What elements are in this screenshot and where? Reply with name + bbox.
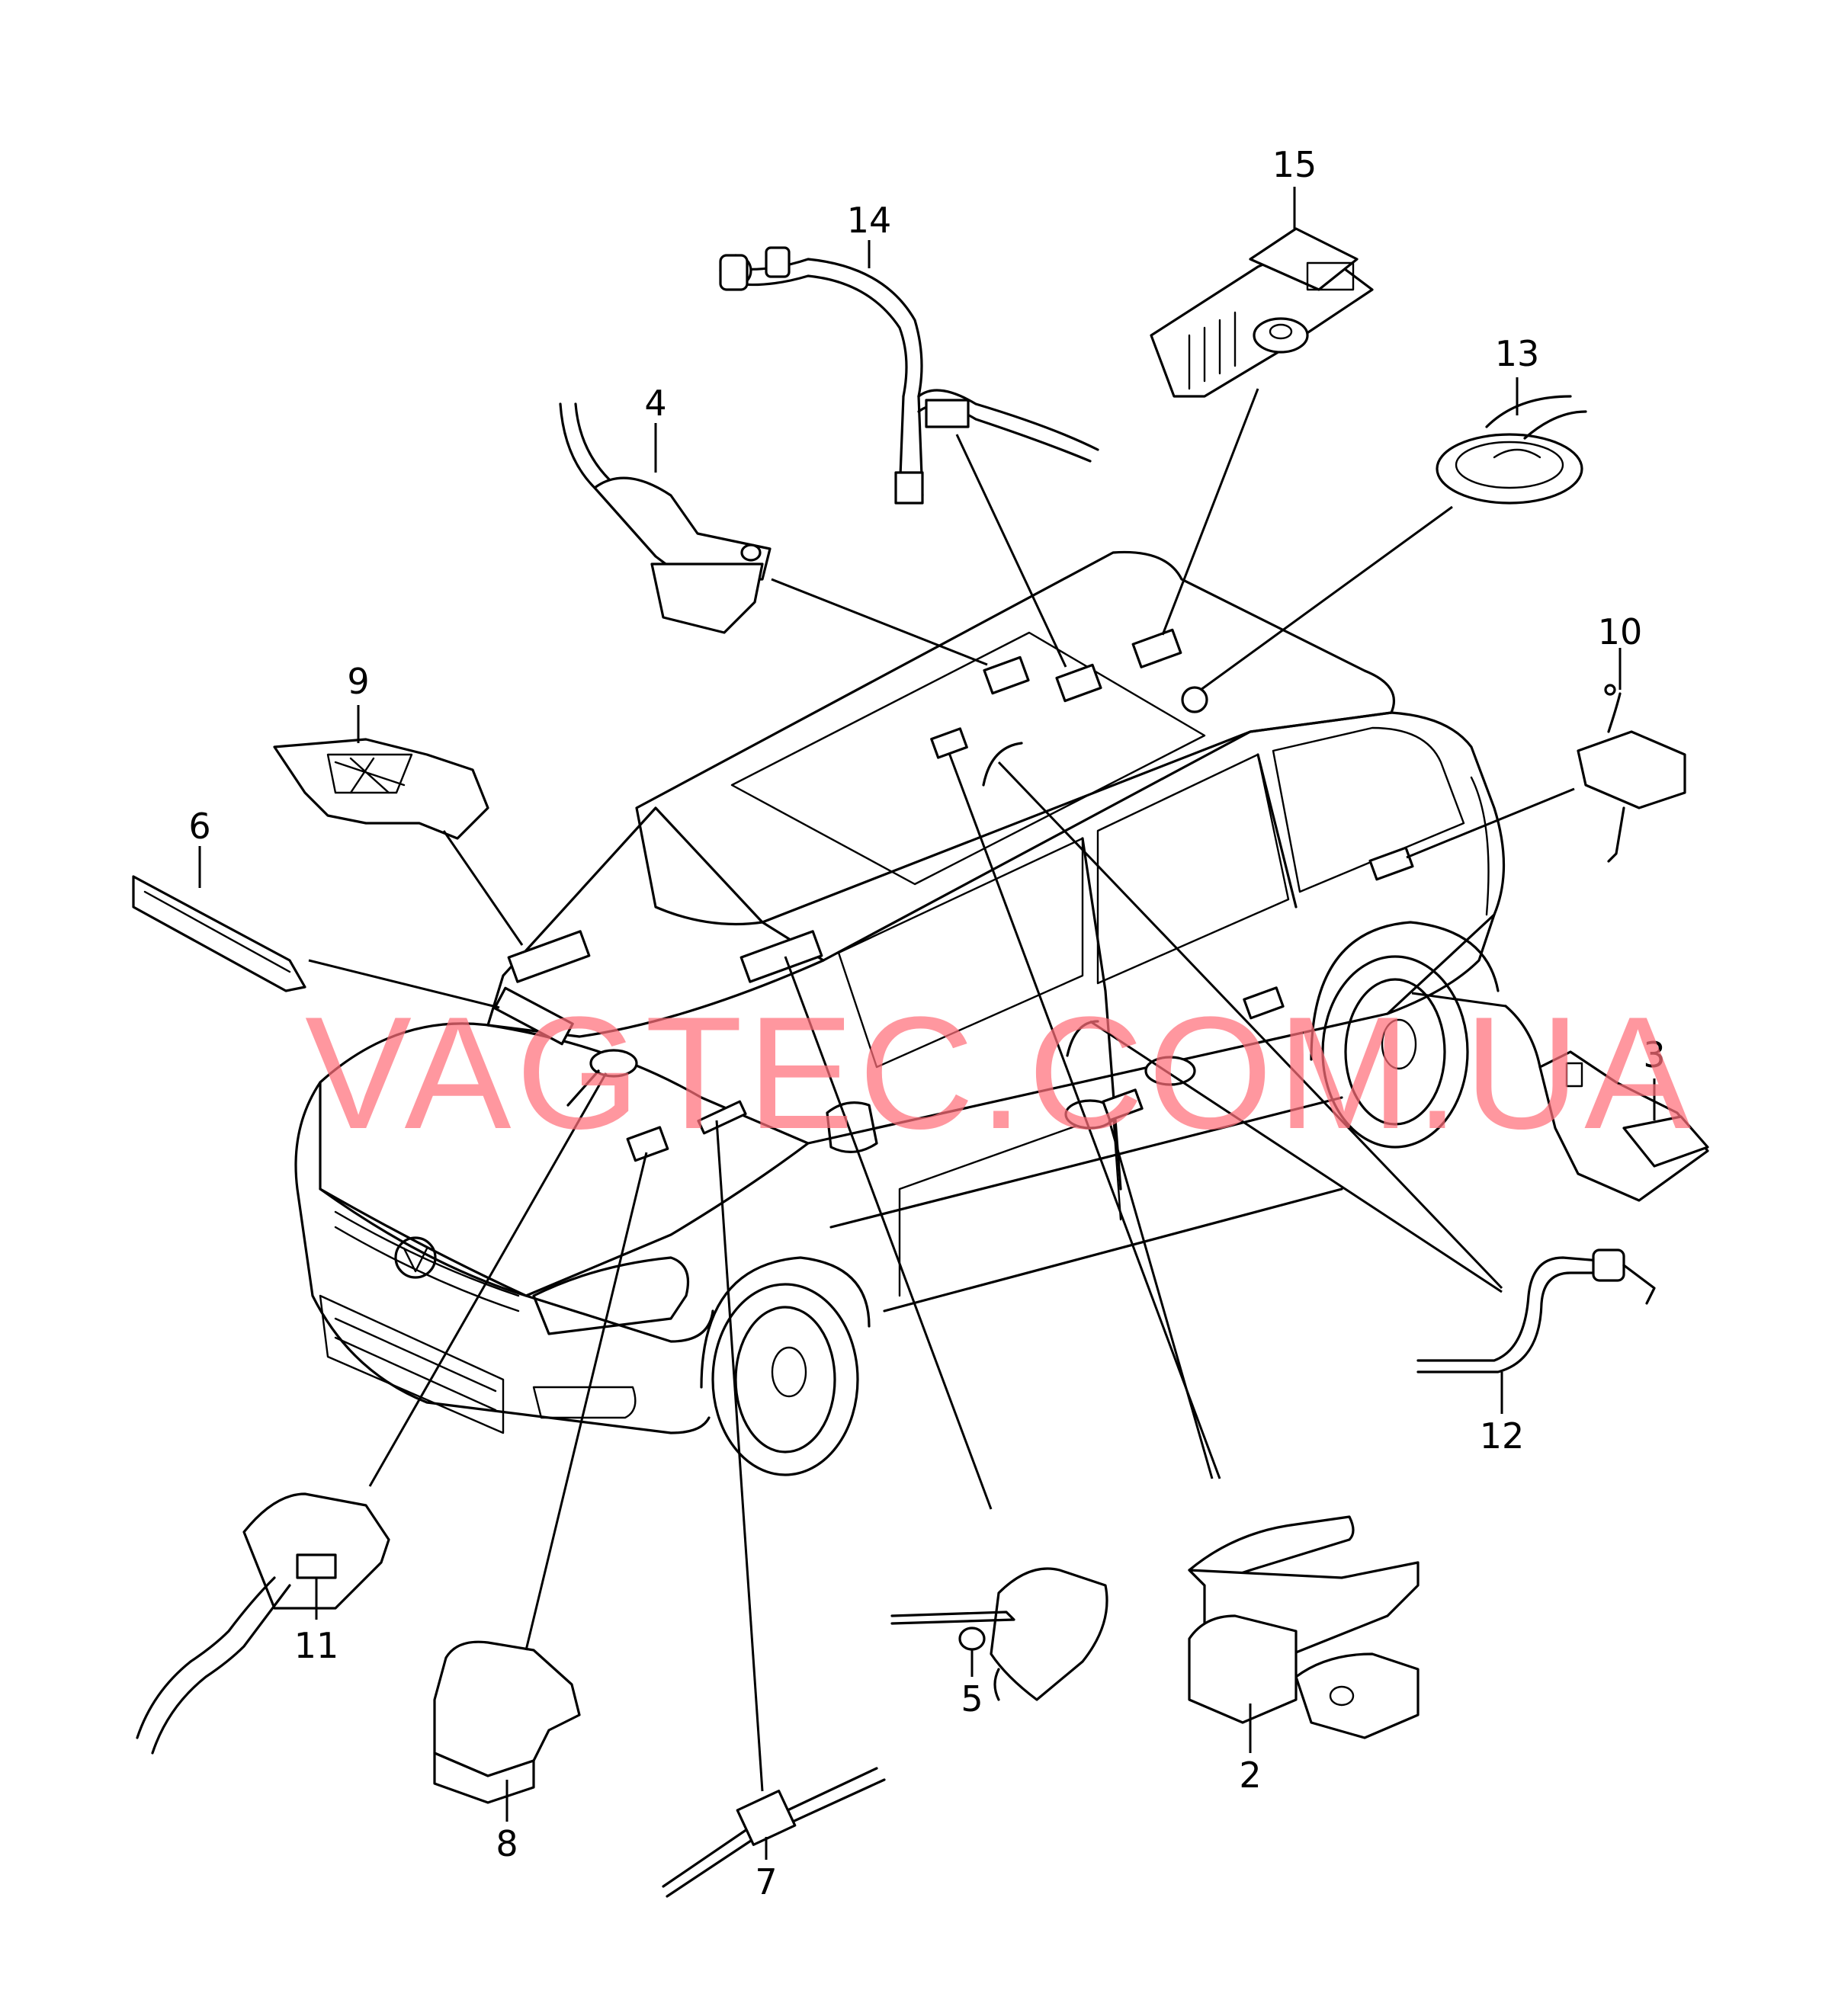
callout-2: 2: [1239, 1704, 1262, 1796]
callout-9-label: 9: [347, 661, 369, 702]
callout-13-label: 13: [1495, 333, 1540, 374]
callout-14: 14: [847, 200, 892, 268]
callout-10: 10: [1598, 611, 1643, 690]
part-11-bracket: [136, 1492, 390, 1755]
callout-7-label: 7: [755, 1861, 777, 1902]
callout-6-label: 6: [188, 806, 210, 847]
part-13-grommet: [1436, 395, 1587, 505]
part-9-cover: [273, 738, 489, 840]
callout-5: 5: [961, 1650, 983, 1720]
part-8-box: [433, 1640, 581, 1804]
vehicle-markers: [493, 628, 1414, 1162]
part-3-bracket: [1504, 1005, 1709, 1202]
callout-7: 7: [755, 1837, 778, 1902]
part-15-bracket: [1150, 227, 1374, 398]
callout-15: 15: [1272, 144, 1317, 229]
callout-3: 3: [1643, 1034, 1666, 1120]
vehicle-outline: [294, 550, 1506, 1476]
watermark: VAGTEC.COM.UA: [305, 983, 1695, 1162]
part-5-guide: [890, 1567, 1108, 1701]
callout-11-label: 11: [294, 1625, 339, 1666]
callout-8-label: 8: [496, 1823, 518, 1864]
callout-12: 12: [1480, 1372, 1525, 1457]
callout-6: 6: [188, 806, 211, 888]
callout-labels: 2 3 4 5 6 7 8 9: [188, 144, 1665, 1902]
callout-11: 11: [294, 1578, 339, 1666]
part-14-wiring-harness: [719, 246, 1099, 505]
part-4-wire-guide: [559, 402, 772, 634]
callout-14-label: 14: [847, 200, 892, 241]
callout-9: 9: [347, 661, 370, 743]
callout-2-label: 2: [1239, 1755, 1261, 1796]
part-7-clip: [662, 1767, 886, 1898]
part-12-cable: [1416, 1248, 1656, 1373]
part-6-strip: [132, 875, 306, 992]
callout-12-label: 12: [1480, 1415, 1525, 1457]
callout-10-label: 10: [1598, 611, 1643, 652]
callout-13: 13: [1495, 333, 1540, 415]
callout-8: 8: [496, 1780, 518, 1864]
callout-4: 4: [644, 383, 667, 473]
part-10-holder: [1577, 684, 1686, 863]
leader-lines: [308, 388, 1575, 1792]
callout-5-label: 5: [961, 1678, 983, 1720]
part-2-assembly: [1188, 1515, 1420, 1739]
callout-15-label: 15: [1272, 144, 1317, 185]
callout-3-label: 3: [1643, 1034, 1665, 1075]
callout-4-label: 4: [644, 383, 666, 424]
